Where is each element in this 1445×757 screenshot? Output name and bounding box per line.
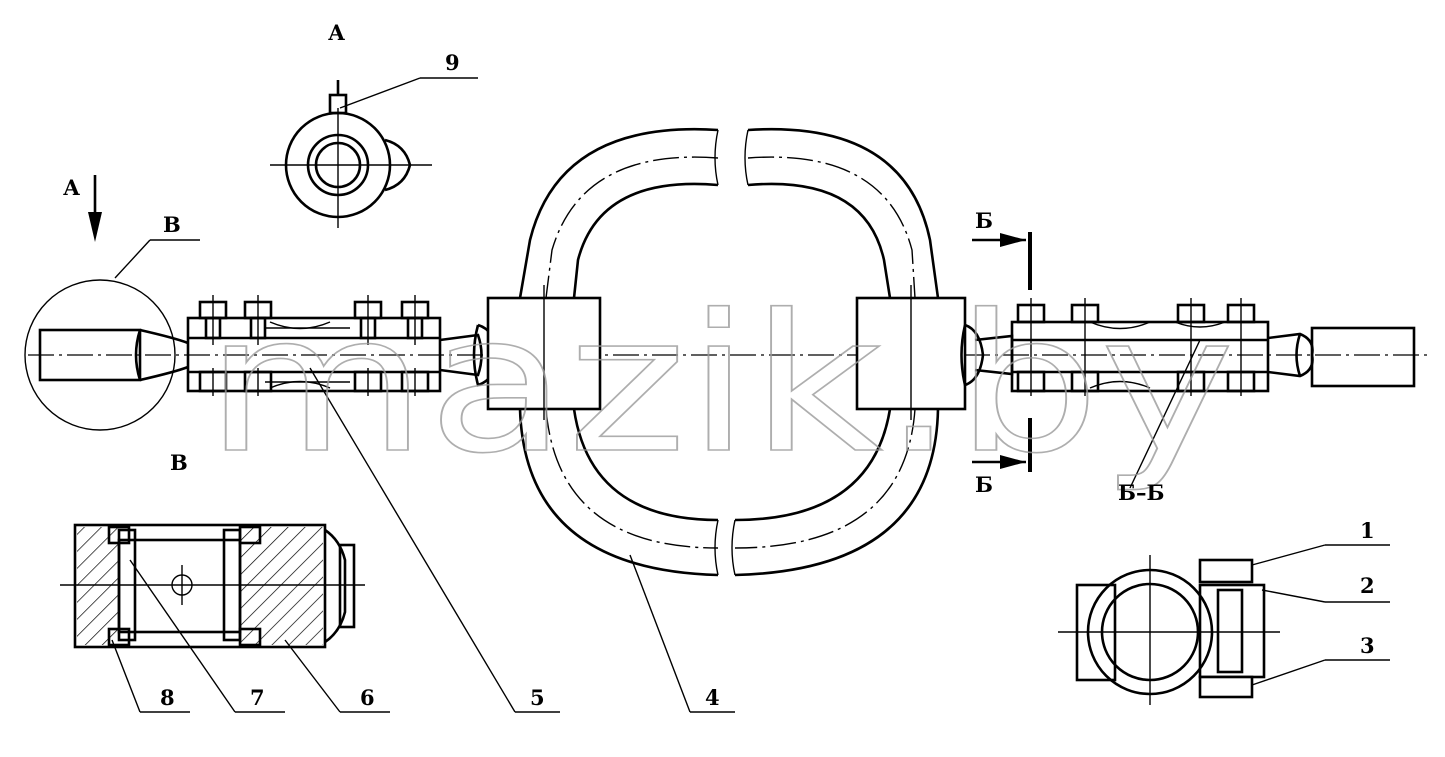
section-b-label-top: Б bbox=[975, 208, 993, 233]
view-a bbox=[88, 80, 432, 242]
section-b-b-title: Б–Б bbox=[1118, 480, 1164, 505]
callout-4: 4 bbox=[705, 685, 720, 710]
section-view-parts-6-7-8 bbox=[60, 523, 365, 649]
section-b-label-bottom: Б bbox=[975, 472, 993, 497]
detail-circle-b bbox=[24, 279, 176, 431]
callout-9: 9 bbox=[445, 50, 460, 75]
callout-2: 2 bbox=[1360, 573, 1375, 598]
callout-1: 1 bbox=[1360, 518, 1375, 543]
watermark-text: mazik.by bbox=[205, 274, 1235, 495]
left-rod-end bbox=[24, 279, 189, 431]
right-clamp-assembly bbox=[960, 298, 1416, 396]
callout-6: 6 bbox=[360, 685, 375, 710]
left-clamp-assembly bbox=[186, 295, 500, 396]
callout-5: 5 bbox=[530, 685, 545, 710]
detail-b-label-top: В bbox=[163, 212, 181, 237]
callout-3: 3 bbox=[1360, 633, 1375, 658]
section-cut-b bbox=[972, 232, 1032, 472]
callout-8: 8 bbox=[160, 685, 175, 710]
callout-7: 7 bbox=[250, 685, 265, 710]
leader-lines bbox=[111, 77, 1390, 713]
detail-b-label-bottom: В bbox=[170, 450, 188, 475]
ring-part-4 bbox=[518, 127, 940, 577]
view-a-arrow-label: А bbox=[63, 175, 80, 200]
section-view-b-b bbox=[1058, 555, 1280, 705]
view-a-title: А bbox=[328, 20, 345, 45]
